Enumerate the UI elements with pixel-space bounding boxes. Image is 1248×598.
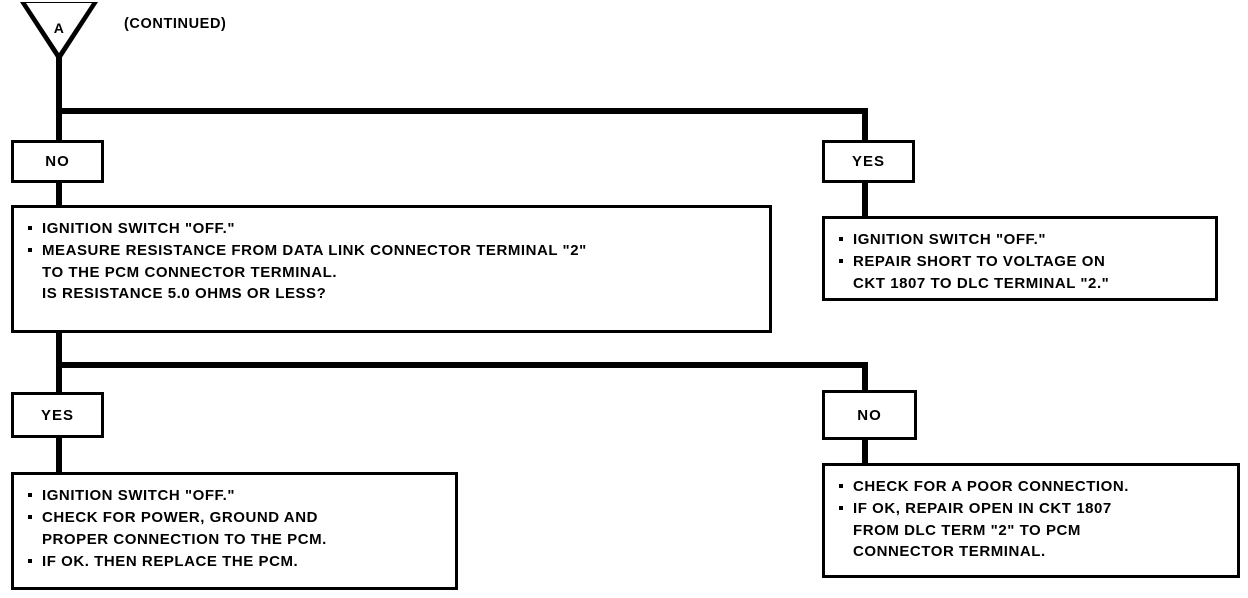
instruction-item: IGNITION SWITCH "OFF." [26, 485, 445, 506]
link-line-bottom-right [862, 437, 868, 467]
answer-label: YES [851, 153, 885, 170]
answer-box-yes-bottom-left[interactable]: YES [11, 392, 104, 438]
answer-box-no-bottom-right[interactable]: NO [822, 390, 917, 440]
instruction-box-top-right: IGNITION SWITCH "OFF." REPAIR SHORT TO V… [822, 216, 1218, 301]
continued-note: (CONTINUED) [124, 16, 227, 32]
instruction-list: IGNITION SWITCH "OFF." MEASURE RESISTANC… [26, 218, 759, 304]
instruction-box-bottom-left: IGNITION SWITCH "OFF." CHECK FOR POWER, … [11, 472, 458, 590]
instruction-item: IF OK, REPAIR OPEN IN CKT 1807 FROM DLC … [837, 498, 1227, 562]
drop-line-top-left [56, 108, 62, 144]
answer-label: YES [40, 406, 74, 424]
instruction-box-top-left: IGNITION SWITCH "OFF." MEASURE RESISTANC… [11, 205, 772, 333]
drop-line-bottom-left [56, 362, 62, 396]
instruction-list: IGNITION SWITCH "OFF." REPAIR SHORT TO V… [837, 229, 1205, 294]
link-line-top-left [56, 180, 62, 208]
instruction-item: MEASURE RESISTANCE FROM DATA LINK CONNEC… [26, 240, 759, 304]
connector-label: A [53, 20, 65, 36]
answer-label: NO [45, 153, 70, 170]
stem-line-second-split [56, 330, 62, 368]
split-bar-bottom [56, 362, 868, 368]
instruction-item: CHECK FOR A POOR CONNECTION. [837, 476, 1227, 497]
instruction-list: CHECK FOR A POOR CONNECTION. IF OK, REPA… [837, 476, 1227, 562]
instruction-item: IGNITION SWITCH "OFF." [837, 229, 1205, 250]
drop-line-top-right [862, 108, 868, 144]
instruction-item: CHECK FOR POWER, GROUND AND PROPER CONNE… [26, 507, 445, 550]
instruction-list: IGNITION SWITCH "OFF." CHECK FOR POWER, … [26, 485, 445, 572]
answer-box-no-top-left[interactable]: NO [11, 140, 104, 183]
instruction-item: IGNITION SWITCH "OFF." [26, 218, 759, 239]
connector-a-symbol: A [20, 2, 98, 64]
instruction-item: IF OK. THEN REPLACE THE PCM. [26, 551, 445, 572]
split-bar-top [56, 108, 868, 114]
triangle-fill-icon [26, 3, 92, 53]
link-line-top-right [862, 180, 868, 220]
answer-box-yes-top-right[interactable]: YES [822, 140, 915, 183]
connector-stem-line [56, 56, 62, 114]
answer-label: NO [857, 406, 882, 424]
drop-line-bottom-right [862, 362, 868, 396]
instruction-item: REPAIR SHORT TO VOLTAGE ON CKT 1807 TO D… [837, 251, 1205, 294]
link-line-bottom-left [56, 435, 62, 475]
instruction-box-bottom-right: CHECK FOR A POOR CONNECTION. IF OK, REPA… [822, 463, 1240, 578]
